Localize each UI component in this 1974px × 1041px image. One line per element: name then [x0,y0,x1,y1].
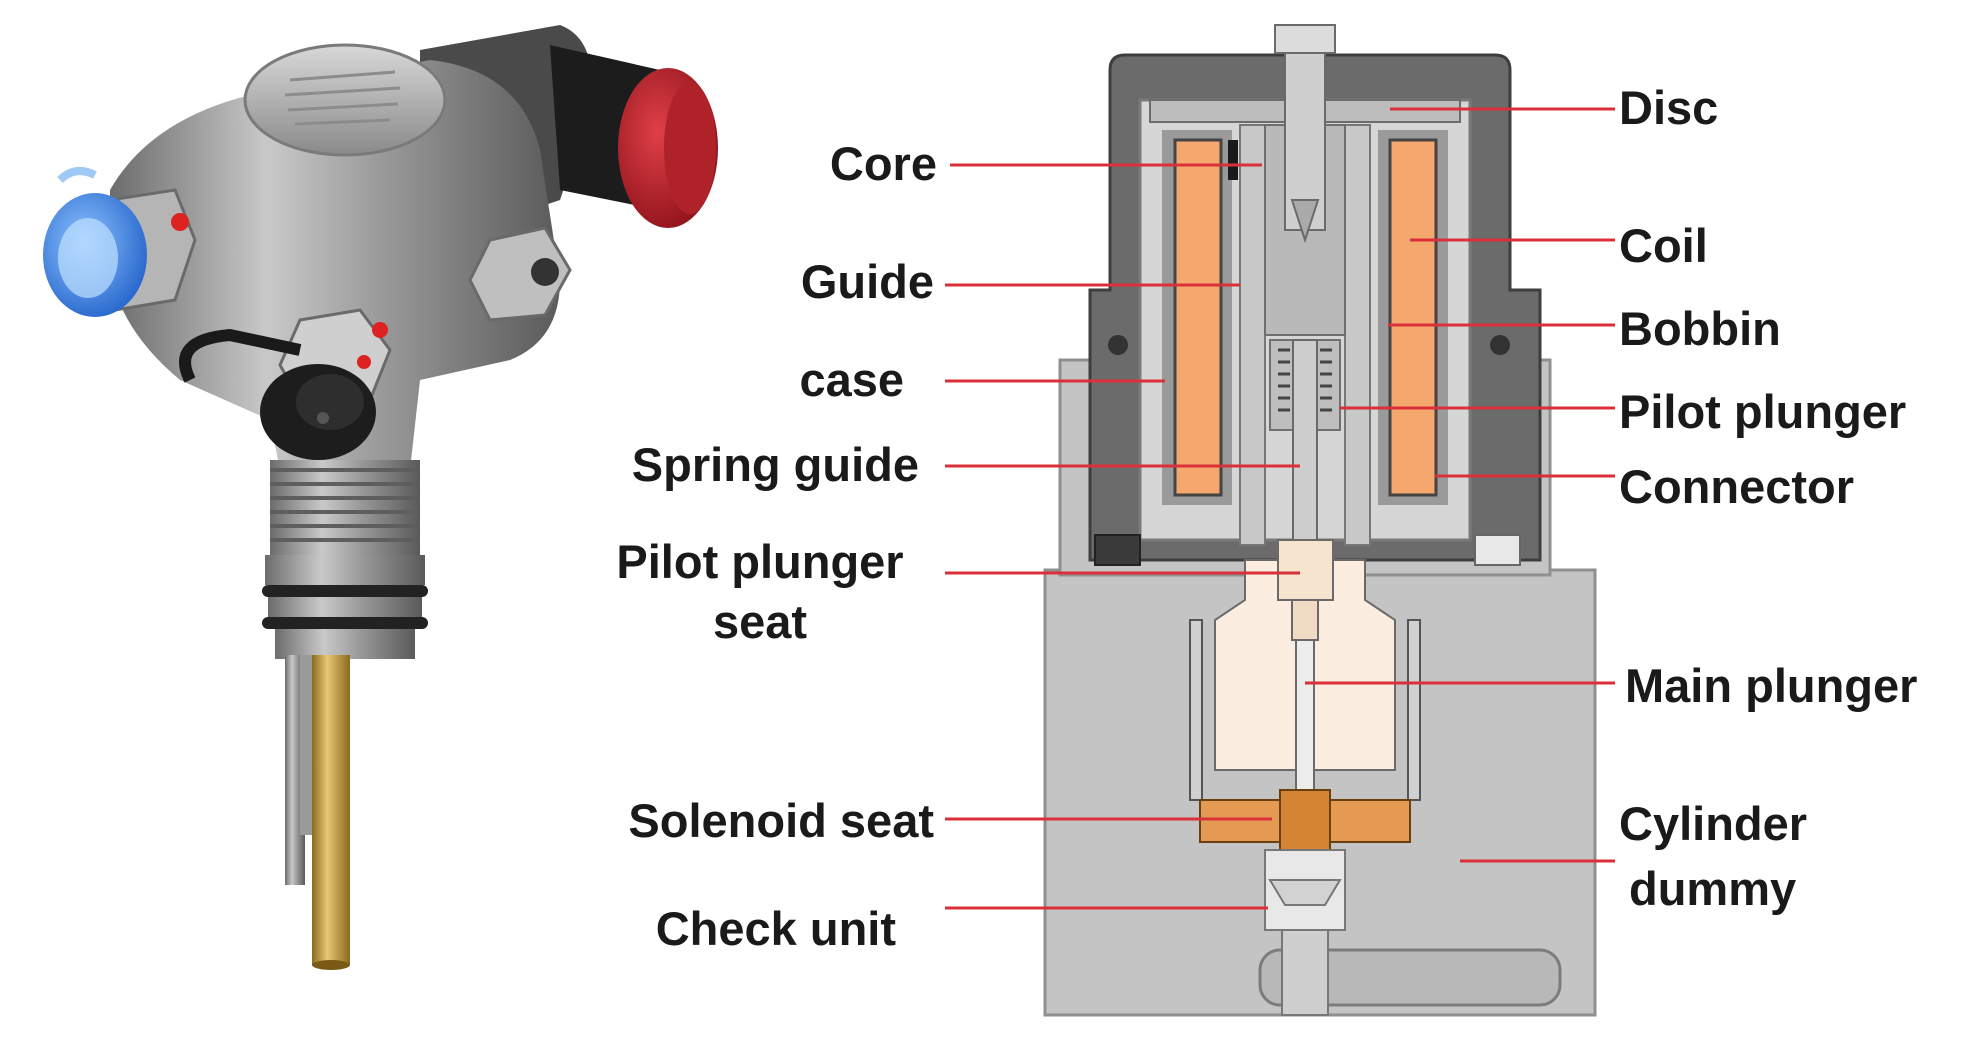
coil-right [1388,138,1438,497]
label-pilot-plunger-seat-line1: Pilot plunger [616,535,904,588]
label-check-unit: Check unit [655,902,896,955]
label-case: case [799,353,904,406]
label-connector: Connector [1619,460,1854,513]
leader-lines [945,107,1615,910]
label-guide: Guide [800,255,934,308]
label-spring-guide: Spring guide [631,438,919,491]
spring-guide-part [1292,339,1318,541]
label-cylinder-dummy-line1: Cylinder [1619,797,1808,850]
label-pilot-plunger-seat-line2: seat [712,595,808,648]
label-pilot-plunger: Pilot plunger [1619,385,1907,438]
solenoid-valve-photo [43,25,718,970]
label-coil: Coil [1619,219,1708,272]
label-disc: Disc [1619,81,1719,134]
coil-left [1173,138,1223,497]
label-solenoid-seat: Solenoid seat [628,794,934,847]
label-pilot-plunger-seat: Pilot plunger seat [590,538,930,645]
label-main-plunger: Main plunger [1625,659,1918,712]
pilot-plunger-seat-part [1277,539,1334,601]
label-bobbin: Bobbin [1619,302,1781,355]
label-cylinder-dummy-line2: dummy [1629,862,1797,915]
main-plunger-part [1295,639,1315,801]
label-cylinder-dummy: Cylinder dummy [1619,800,1807,912]
label-core: Core [829,137,937,190]
